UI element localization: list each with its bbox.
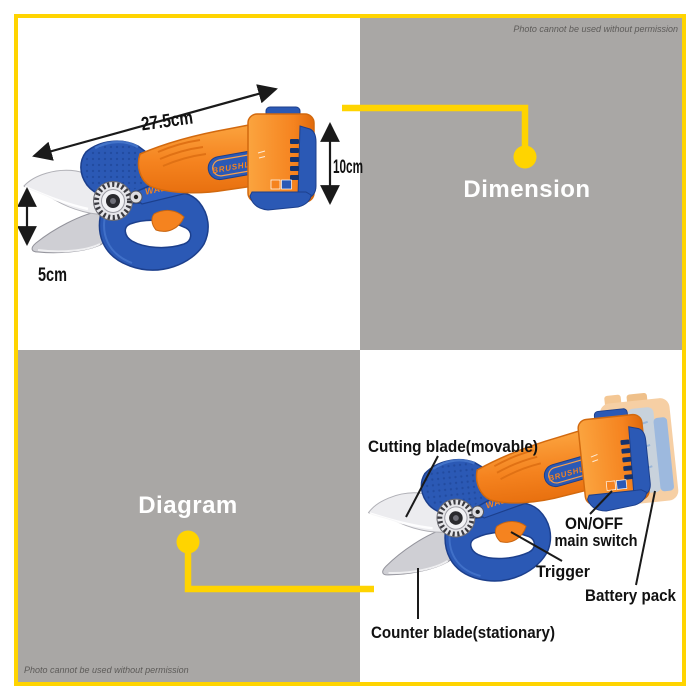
label-main-switch: main switch bbox=[555, 532, 638, 550]
height-value: 10cm bbox=[333, 157, 363, 178]
dimension-title: Dimension bbox=[463, 176, 591, 203]
blade-width-arrow: 5cm bbox=[17, 187, 67, 286]
blade-width-value: 5cm bbox=[38, 265, 67, 286]
label-on-off: ON/OFF bbox=[565, 515, 623, 533]
leader-on-off-switch bbox=[589, 490, 613, 515]
length-value: 27.5cm bbox=[140, 107, 194, 135]
diagram-product bbox=[359, 392, 679, 593]
diagram-leader-lines bbox=[405, 455, 656, 619]
label-counter-blade: Counter blade(stationary) bbox=[371, 624, 555, 642]
label-battery-pack: Battery pack bbox=[585, 587, 677, 605]
leader-battery-pack bbox=[635, 490, 656, 586]
diagram-connector-dot bbox=[176, 530, 200, 554]
dimension-connector bbox=[342, 104, 537, 169]
diagram-panel bbox=[18, 350, 360, 682]
watermark-bottom: Photo cannot be used without permission bbox=[24, 665, 189, 675]
dimension-panel bbox=[360, 18, 682, 350]
leader-trigger bbox=[510, 531, 563, 562]
diagram-title: Diagram bbox=[138, 492, 238, 519]
leader-cutting-blade bbox=[405, 455, 439, 518]
label-cutting-blade: Cutting blade(movable) bbox=[368, 438, 538, 456]
label-trigger: Trigger bbox=[536, 563, 591, 581]
dimension-connector-dot bbox=[513, 145, 537, 169]
height-arrow: 10cm bbox=[320, 122, 363, 205]
watermark-top: Photo cannot be used without permission bbox=[513, 24, 678, 34]
diagram-label-texts: Cutting blade(movable) ON/OFF main switc… bbox=[368, 438, 677, 642]
diagram-connector bbox=[176, 530, 374, 593]
